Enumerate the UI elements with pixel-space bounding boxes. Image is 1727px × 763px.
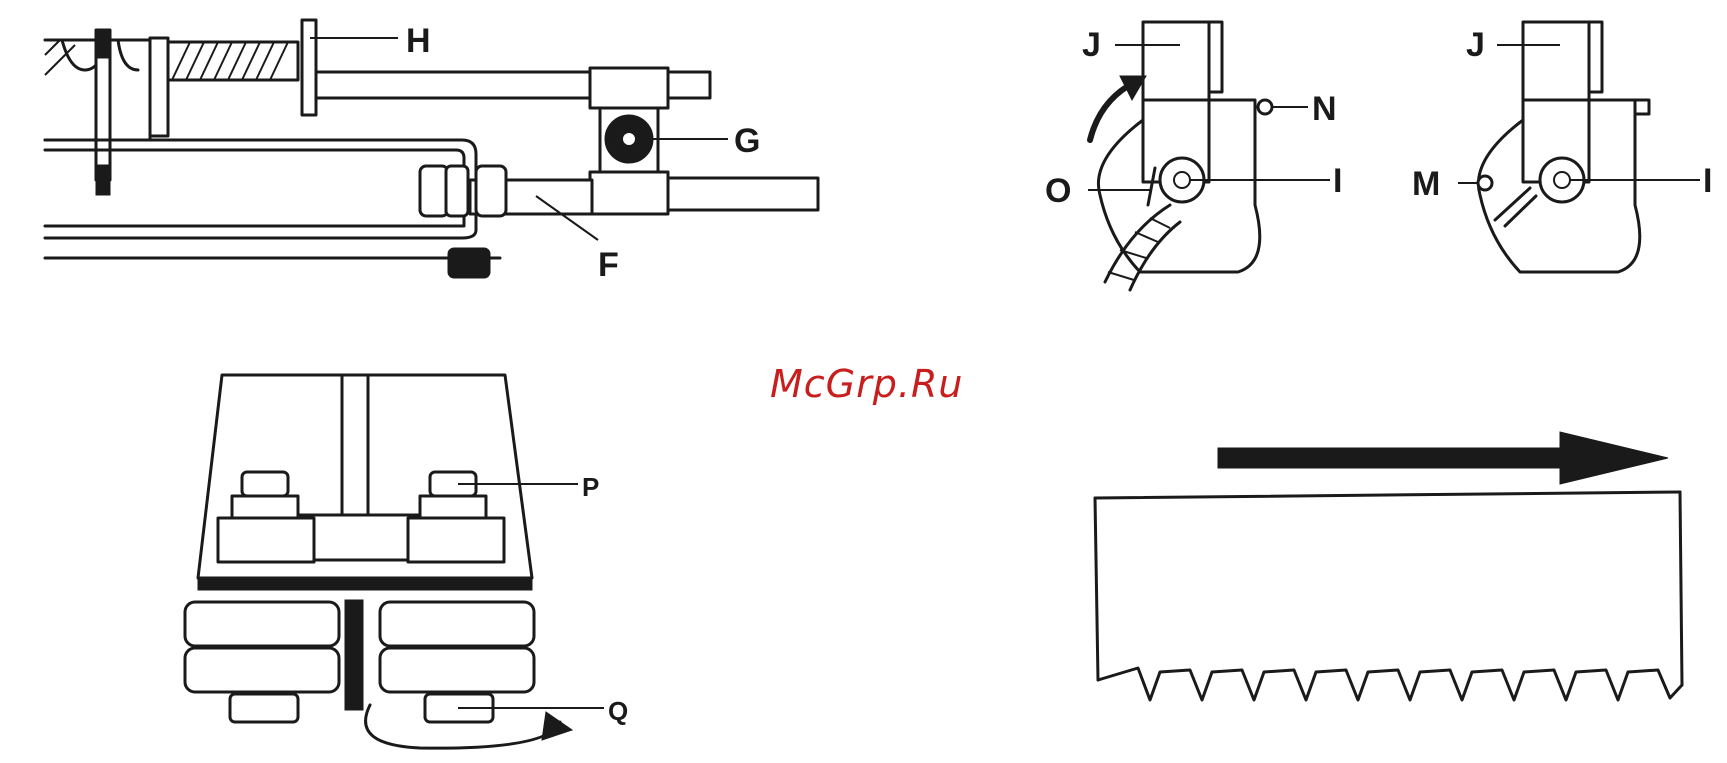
label-m: M: [1412, 165, 1440, 203]
label-h: H: [406, 22, 431, 60]
label-o: O: [1045, 172, 1071, 210]
saw-blade-diagram: [1095, 432, 1682, 700]
label-g: G: [734, 122, 760, 160]
label-p: P: [582, 472, 599, 502]
angled-guide-view-1: [1088, 22, 1330, 290]
label-n: N: [1312, 90, 1337, 128]
watermark-text: McGrp.Ru: [770, 362, 963, 406]
guide-assembly-diagram: [45, 20, 818, 278]
label-j-left: J: [1082, 26, 1101, 64]
label-f: F: [598, 246, 619, 284]
wheel-guide-block: [185, 375, 604, 748]
angled-guide-view-2: [1458, 22, 1700, 272]
label-j-right: J: [1466, 26, 1485, 64]
label-q: Q: [608, 696, 628, 726]
direction-arrow-icon: [1218, 432, 1668, 484]
label-i-right: I: [1703, 162, 1712, 200]
label-i-left: I: [1333, 162, 1342, 200]
